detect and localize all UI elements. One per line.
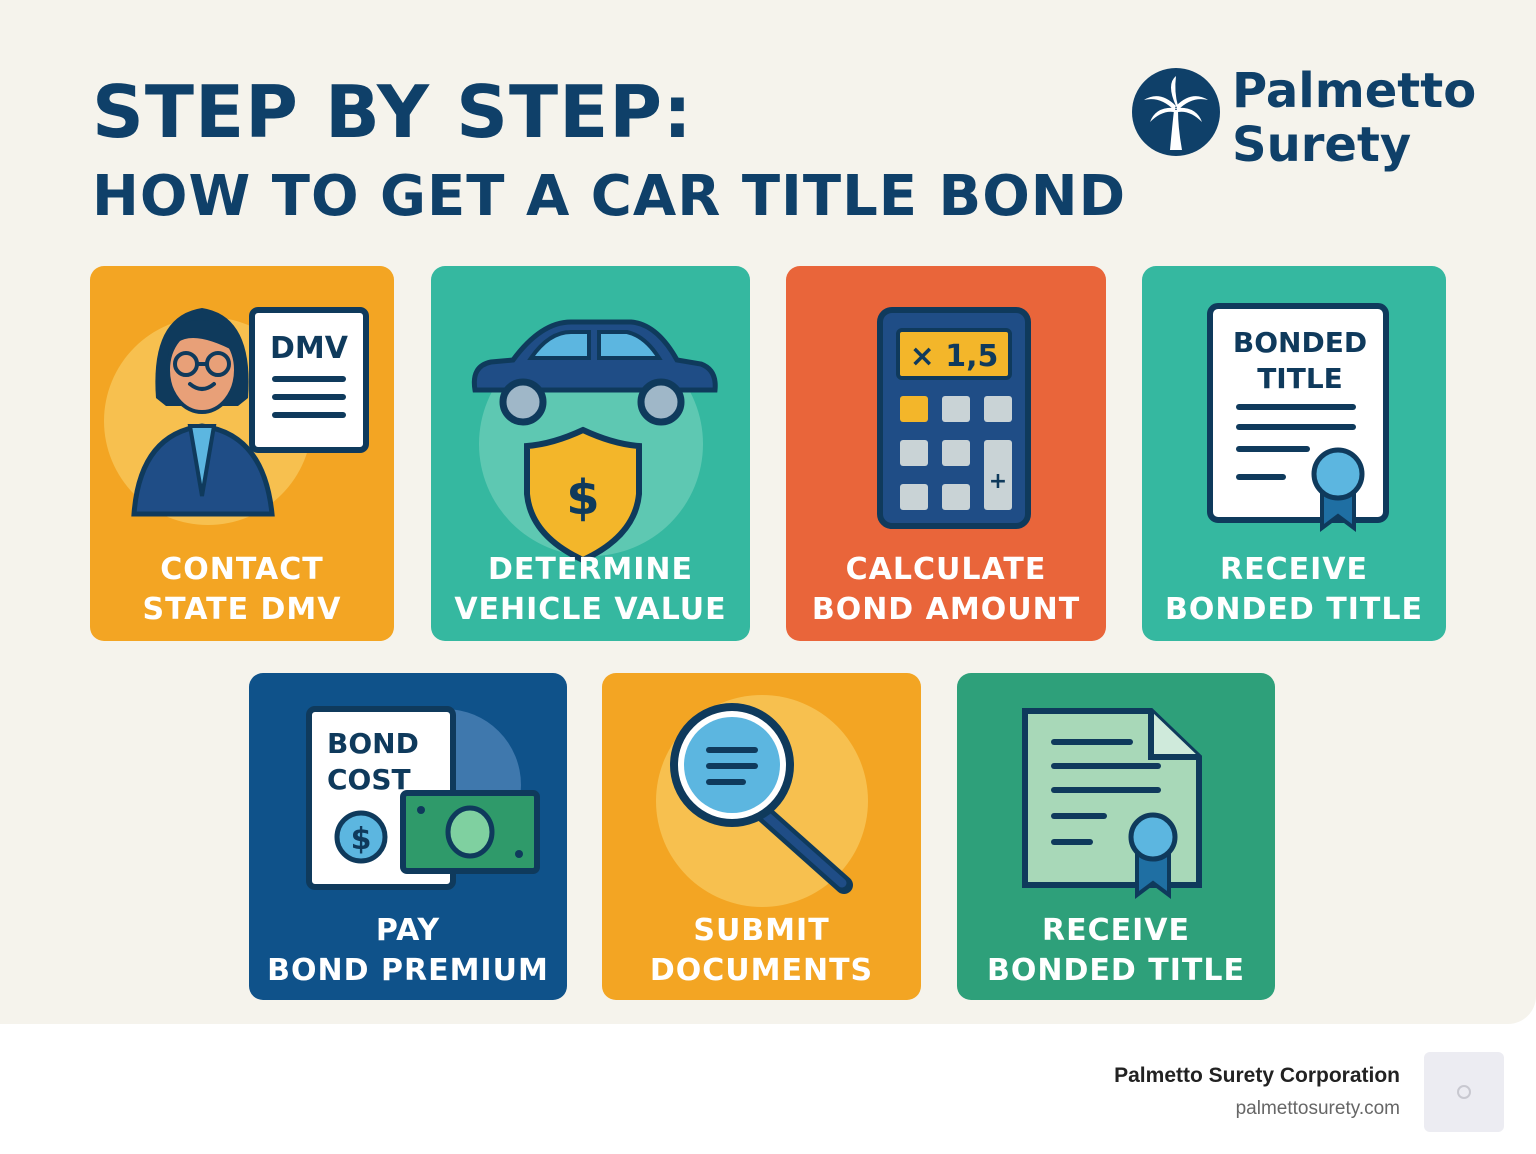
svg-text:$: $ bbox=[351, 822, 372, 857]
step-label: DETERMINE VEHICLE VALUE bbox=[454, 552, 727, 627]
calculator-icon: × 1,5 + bbox=[877, 307, 1031, 529]
step-label: RECEIVE BONDED TITLE bbox=[1165, 552, 1423, 627]
step-label: CALCULATE BOND AMOUNT bbox=[811, 552, 1081, 627]
magnifier-icon bbox=[656, 695, 868, 907]
infographic-poster: STEP BY STEP: HOW TO GET A CAR TITLE BON… bbox=[0, 0, 1536, 1024]
svg-text:+: + bbox=[989, 469, 1007, 494]
bonded-title-document-icon: BONDED TITLE bbox=[1207, 303, 1389, 532]
step-card-contact-dmv: DMV CONTACT STATE DMV bbox=[90, 266, 394, 641]
placeholder-icon bbox=[1457, 1085, 1471, 1099]
palm-tree-icon bbox=[1132, 68, 1220, 156]
svg-text:TITLE: TITLE bbox=[1257, 362, 1343, 395]
svg-text:× 1,5: × 1,5 bbox=[910, 339, 999, 374]
footer-url[interactable]: palmettosurety.com bbox=[1235, 1098, 1400, 1119]
step-label: RECEIVE BONDED TITLE bbox=[987, 913, 1245, 988]
step-card-calculate-amount: × 1,5 + CALCULATE BOND AMOUNT bbox=[786, 266, 1106, 641]
certificate-icon bbox=[1022, 708, 1202, 899]
bond-cost-money-icon: BOND COST $ bbox=[306, 706, 540, 890]
page-subtitle: HOW TO GET A CAR TITLE BOND bbox=[92, 164, 1127, 229]
step-card-determine-value: $ DETERMINE VEHICLE VALUE bbox=[431, 266, 750, 641]
step-label: CONTACT STATE DMV bbox=[142, 552, 342, 627]
svg-text:BONDED: BONDED bbox=[1233, 326, 1367, 359]
svg-text:DMV: DMV bbox=[270, 331, 349, 366]
step-card-receive-title-2: RECEIVE BONDED TITLE bbox=[957, 673, 1275, 1000]
svg-text:$: $ bbox=[566, 470, 599, 526]
svg-text:BOND: BOND bbox=[327, 727, 419, 760]
footer-company-name: Palmetto Surety Corporation bbox=[1114, 1064, 1400, 1087]
step-card-receive-title-1: BONDED TITLE RECEIVE BONDED TITLE bbox=[1142, 266, 1446, 641]
page-title: STEP BY STEP: bbox=[92, 70, 693, 154]
step-label: SUBMIT DOCUMENTS bbox=[649, 913, 874, 988]
step-card-submit-documents: SUBMIT DOCUMENTS bbox=[602, 673, 921, 1000]
footer-logo-thumbnail bbox=[1424, 1052, 1504, 1132]
brand-name-line1: Palmetto bbox=[1232, 63, 1477, 119]
svg-text:COST: COST bbox=[327, 763, 411, 796]
brand-name: Palmetto Surety bbox=[1232, 64, 1476, 172]
car-shield-icon: $ bbox=[471, 319, 718, 564]
dmv-agent-icon: DMV bbox=[104, 307, 369, 525]
step-card-pay-premium: BOND COST $ PAY BOND PREMIUM bbox=[249, 673, 567, 1000]
step-label: PAY BOND PREMIUM bbox=[267, 913, 549, 988]
brand-name-line2: Surety bbox=[1232, 117, 1412, 173]
brand-logo: Palmetto Surety bbox=[1130, 62, 1490, 182]
